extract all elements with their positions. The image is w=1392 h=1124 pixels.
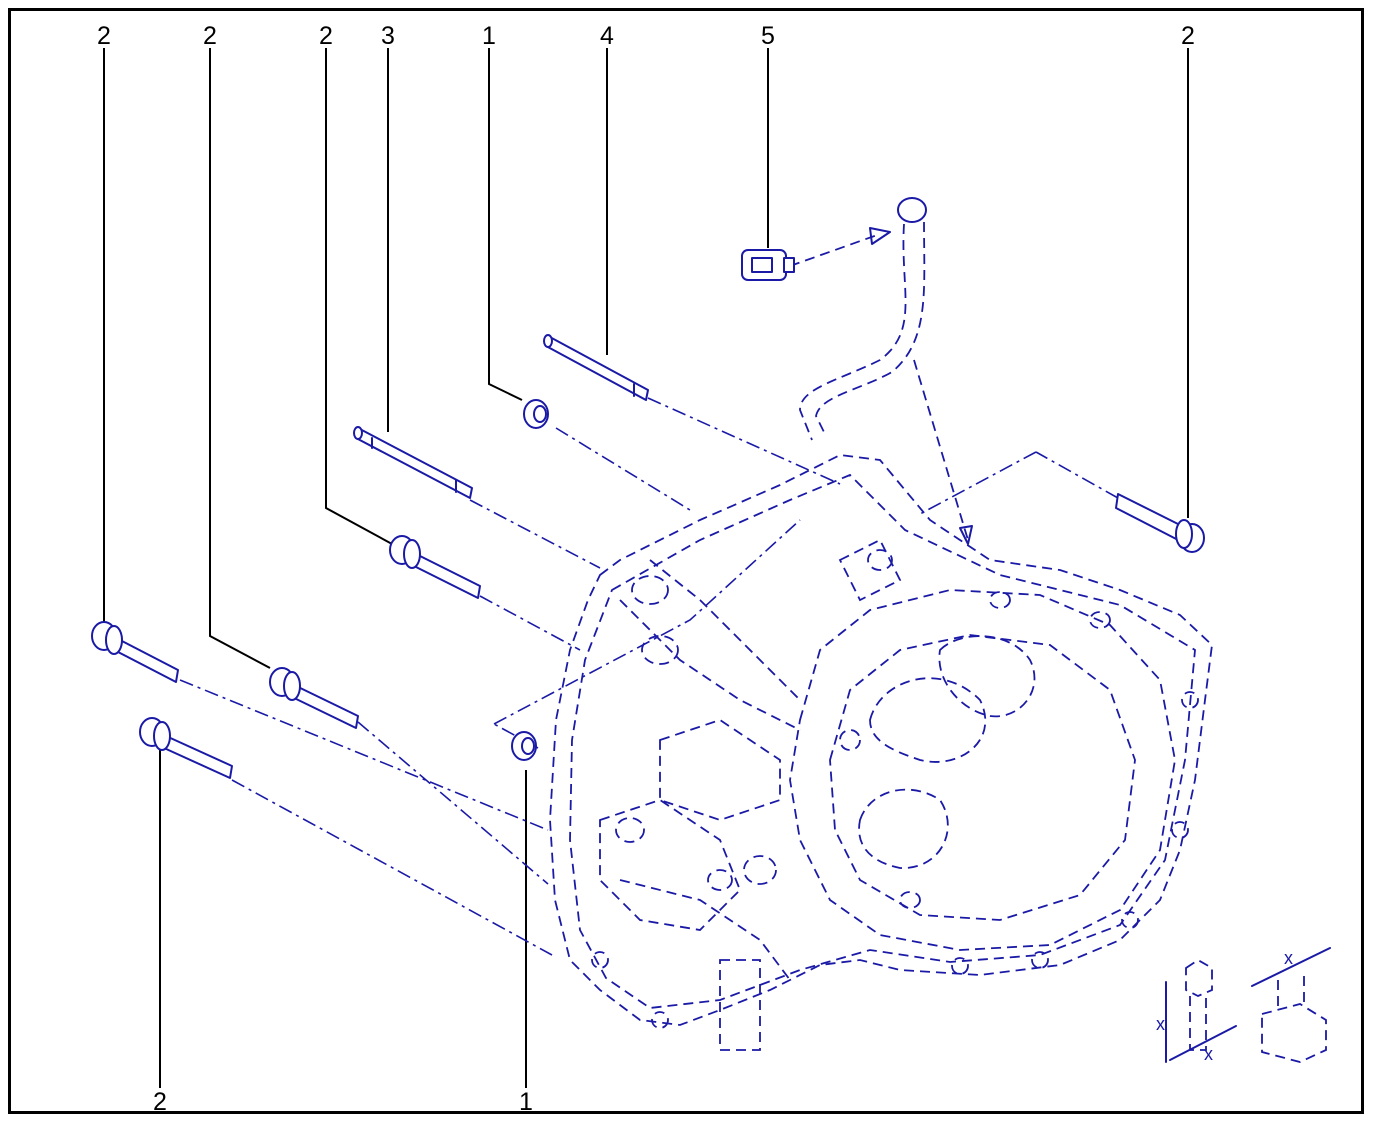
bolt-upper-left bbox=[389, 535, 481, 599]
callout-2c: 2 bbox=[319, 22, 333, 50]
callout-2e: 2 bbox=[153, 1088, 167, 1116]
detail-nut-dimension: x bbox=[1251, 947, 1331, 1063]
callout-1a: 1 bbox=[482, 22, 496, 50]
stud-4 bbox=[543, 334, 649, 401]
callout-2b: 2 bbox=[203, 22, 217, 50]
dimension-x-thread: x bbox=[1204, 1044, 1213, 1064]
bolt-lower-left bbox=[139, 717, 233, 779]
transmission-housing bbox=[549, 454, 1213, 1051]
bolt-mid-left bbox=[269, 667, 359, 729]
breather-hose bbox=[799, 197, 927, 441]
nut-upper bbox=[523, 399, 549, 429]
dimension-x-height: x bbox=[1156, 1014, 1165, 1034]
breather-clip bbox=[741, 249, 795, 281]
detail-bolt-dimension: x x bbox=[1156, 958, 1237, 1064]
callout-leaders bbox=[103, 48, 1189, 1088]
callout-4: 4 bbox=[600, 22, 614, 50]
callout-3: 3 bbox=[381, 22, 395, 50]
dimension-x-nut: x bbox=[1284, 948, 1293, 968]
stud-3 bbox=[353, 426, 473, 499]
callout-labels: 2 2 2 3 1 4 5 2 2 1 bbox=[97, 22, 1195, 1116]
callout-1b: 1 bbox=[519, 1088, 533, 1116]
nut-lower bbox=[511, 731, 537, 761]
bolt-right bbox=[1115, 493, 1205, 553]
diagram-frame bbox=[8, 8, 1364, 1114]
callout-2d: 2 bbox=[1181, 22, 1195, 50]
bolt-long-left bbox=[91, 621, 179, 683]
callout-5: 5 bbox=[761, 22, 775, 50]
callout-2a: 2 bbox=[97, 22, 111, 50]
